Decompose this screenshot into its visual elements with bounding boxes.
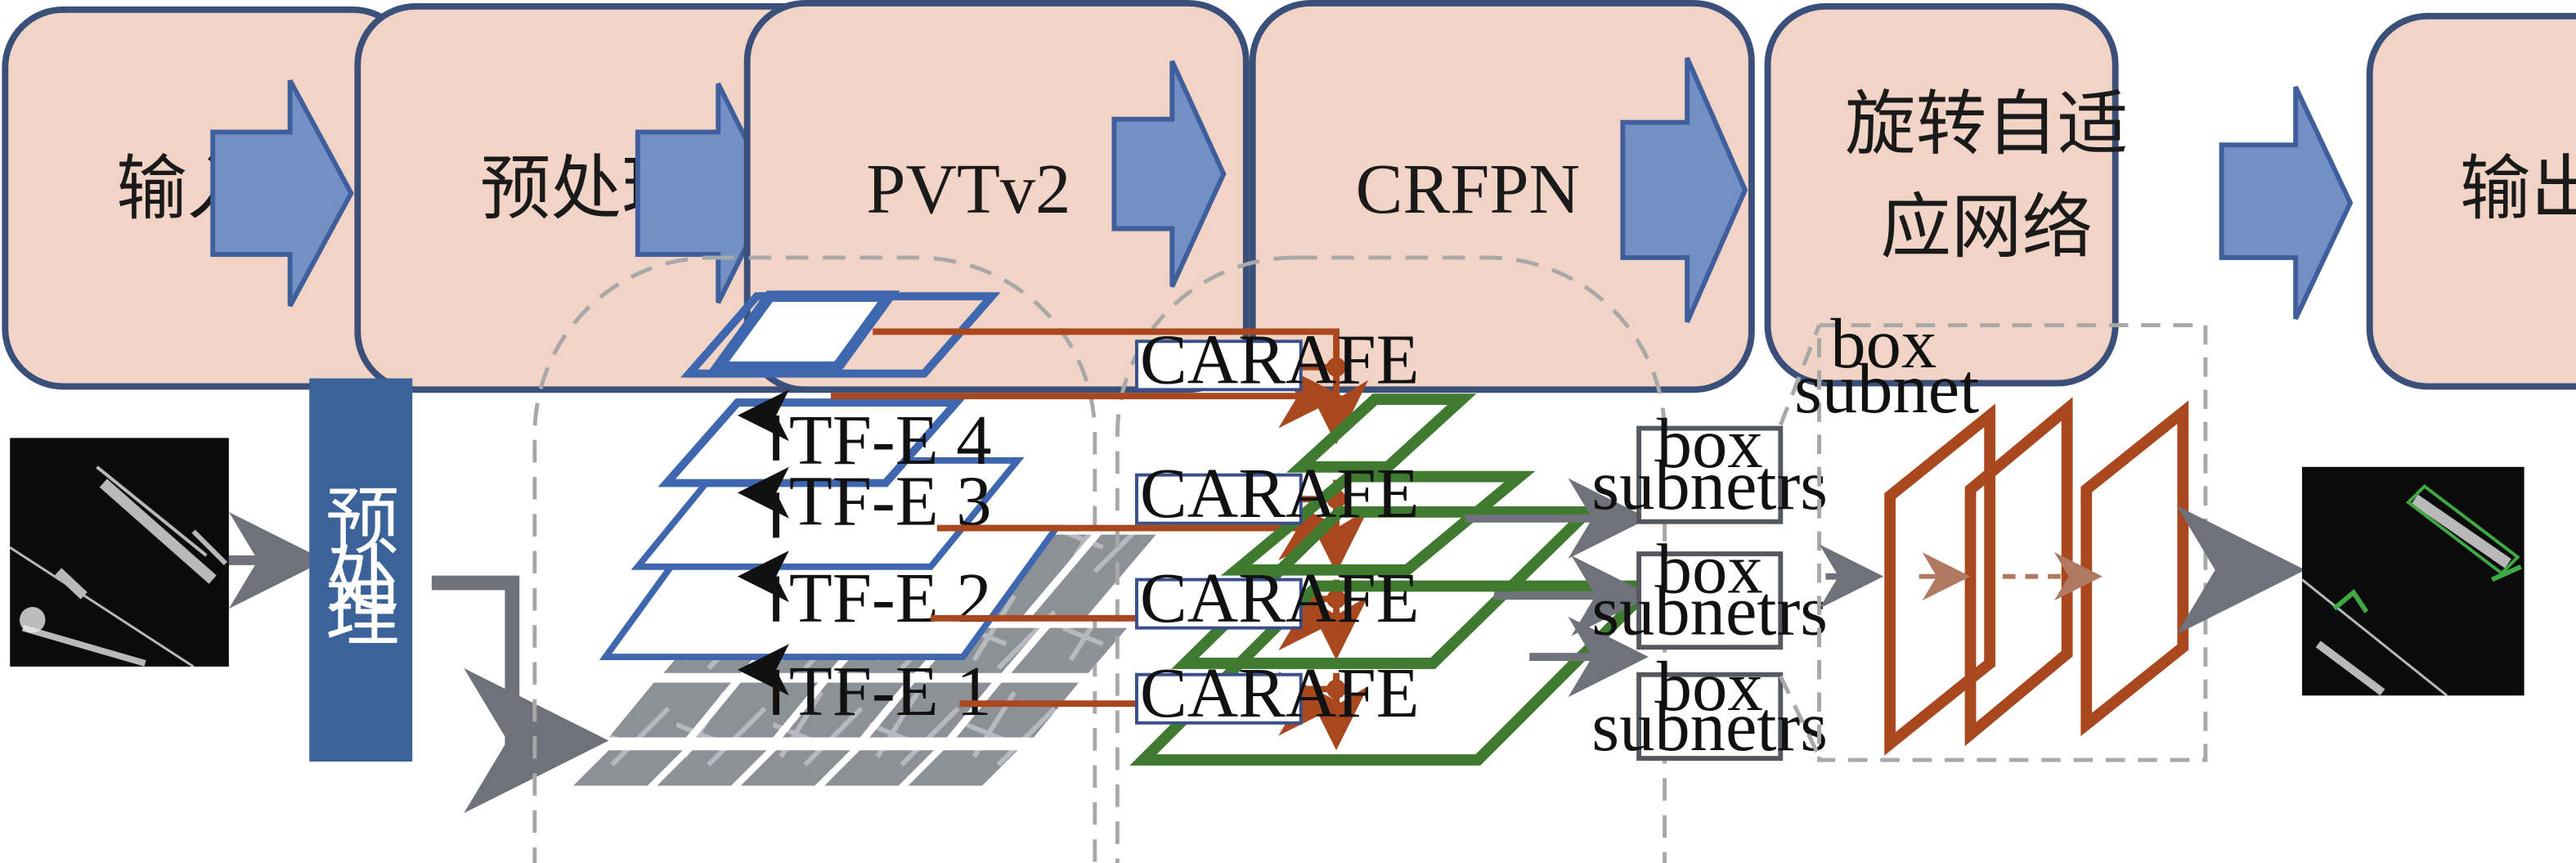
feature-tile: [1030, 534, 1156, 618]
arrow-preprocess-to-backbone: [431, 575, 609, 813]
feature-tile: [908, 750, 1018, 786]
tfe-2-label: TF-E 2: [789, 559, 992, 637]
stage-rotation-label-line1: 旋转自适: [1845, 83, 2128, 165]
flow-arrow-5: [2219, 86, 2354, 320]
box-subnet-label: box: [1657, 529, 1763, 608]
feature-tile: [573, 750, 683, 786]
encoder-layer-3-offset: [680, 292, 1001, 378]
feature-tile: [695, 682, 819, 738]
box-subnet-2[interactable]: box subnetrs: [1591, 529, 1828, 649]
feature-tile: [956, 682, 1079, 738]
preprocess-char-2: 处: [325, 537, 400, 623]
detail-diagram: 预 处 理 TF-E 1 TF-E 2 TF-E 3: [9, 255, 2524, 863]
tfe-4-label: TF-E 4: [789, 401, 992, 479]
head-arrows: [1465, 478, 1652, 698]
flow-arrow-4: [1620, 56, 1748, 323]
box-subnets: box subnetrs box subnetrs box subnetrs: [1591, 404, 1828, 766]
stage-output-label: 输出: [2460, 148, 2576, 230]
box-subnet-panel: box subnet: [1794, 304, 2208, 762]
flow-arrow-3: [1111, 60, 1227, 288]
output-image[interactable]: [2301, 466, 2524, 697]
stage-rotation-adaptive-network[interactable]: 旋转自适 应网络: [1764, 2, 2129, 387]
stage-rotation-label-line2: 应网络: [1880, 187, 2093, 268]
preprocess-block[interactable]: 预 处 理: [309, 378, 413, 762]
box-subnet-label: subnetrs: [1591, 446, 1828, 524]
tfe-1-label: TF-E 1: [789, 652, 992, 730]
zoom-connector-bottom: [1779, 675, 1821, 758]
box-subnet-1[interactable]: box subnetrs: [1591, 404, 1828, 524]
feature-tile: [869, 682, 992, 738]
carafe-module-4[interactable]: CARAFE: [1135, 654, 1420, 732]
subnet-layer-2[interactable]: [1964, 397, 2073, 747]
carafe-module-3[interactable]: CARAFE: [1135, 559, 1420, 637]
fpn-layer-4[interactable]: [1286, 393, 1477, 473]
zoom-connector-top: [1779, 324, 1821, 426]
preprocess-char-3: 理: [325, 571, 400, 657]
detection-box: [2491, 564, 2522, 582]
stage-pvtv2-label: PVTv2: [866, 150, 1070, 228]
carafe-label: CARAFE: [1140, 320, 1420, 398]
box-subnet-label: subnetrs: [1591, 687, 1828, 766]
stage-output[interactable]: 输出: [2366, 12, 2576, 390]
input-image[interactable]: [9, 438, 229, 668]
flow-arrow-1: [210, 79, 354, 308]
box-subnet-label: box: [1657, 647, 1763, 726]
feature-tile: [782, 682, 905, 738]
encoder-layer-4[interactable]: [707, 290, 900, 373]
carafe-module-1[interactable]: CARAFE: [1135, 320, 1420, 398]
box-subnet-3[interactable]: box subnetrs: [1591, 647, 1828, 766]
box-subnet-label: box: [1657, 404, 1763, 483]
carafe-module-2[interactable]: CARAFE: [1135, 454, 1420, 533]
detection-box: [2332, 588, 2369, 614]
stage-crfpn[interactable]: CRFPN: [1249, 0, 1755, 393]
detection-box: [2405, 483, 2520, 576]
neck-region: [1115, 255, 1667, 863]
subnet-layer-1[interactable]: [1884, 403, 1996, 756]
carafe-label: CARAFE: [1140, 454, 1420, 533]
subnet-layer-3[interactable]: [2080, 400, 2189, 737]
carafe-modules: CARAFE CARAFE CARAFE CARAFE: [1135, 320, 1420, 732]
feature-tile: [824, 750, 934, 786]
backbone-layers: [599, 290, 1063, 660]
carafe-label: CARAFE: [1140, 559, 1420, 637]
feature-tile: [740, 750, 850, 786]
feature-tile: [608, 682, 731, 738]
box-subnet-label: subnetrs: [1591, 572, 1828, 650]
fpn-layer-3[interactable]: [1220, 470, 1536, 576]
encoder-labels: TF-E 1 TF-E 2 TF-E 3 TF-E 4: [737, 389, 992, 730]
feature-tile: [657, 750, 767, 786]
stage-crfpn-label: CRFPN: [1356, 150, 1580, 228]
box-subnet-panel-title-line1: box: [1830, 304, 1936, 383]
box-subnet-panel-title-line2: subnet: [1794, 349, 1979, 428]
carafe-label: CARAFE: [1140, 654, 1420, 732]
preprocess-char-1: 预: [325, 479, 400, 565]
pipeline: 输入 预处理 PVTv2 CRFPN 旋转自适 应网络: [2, 0, 2576, 393]
